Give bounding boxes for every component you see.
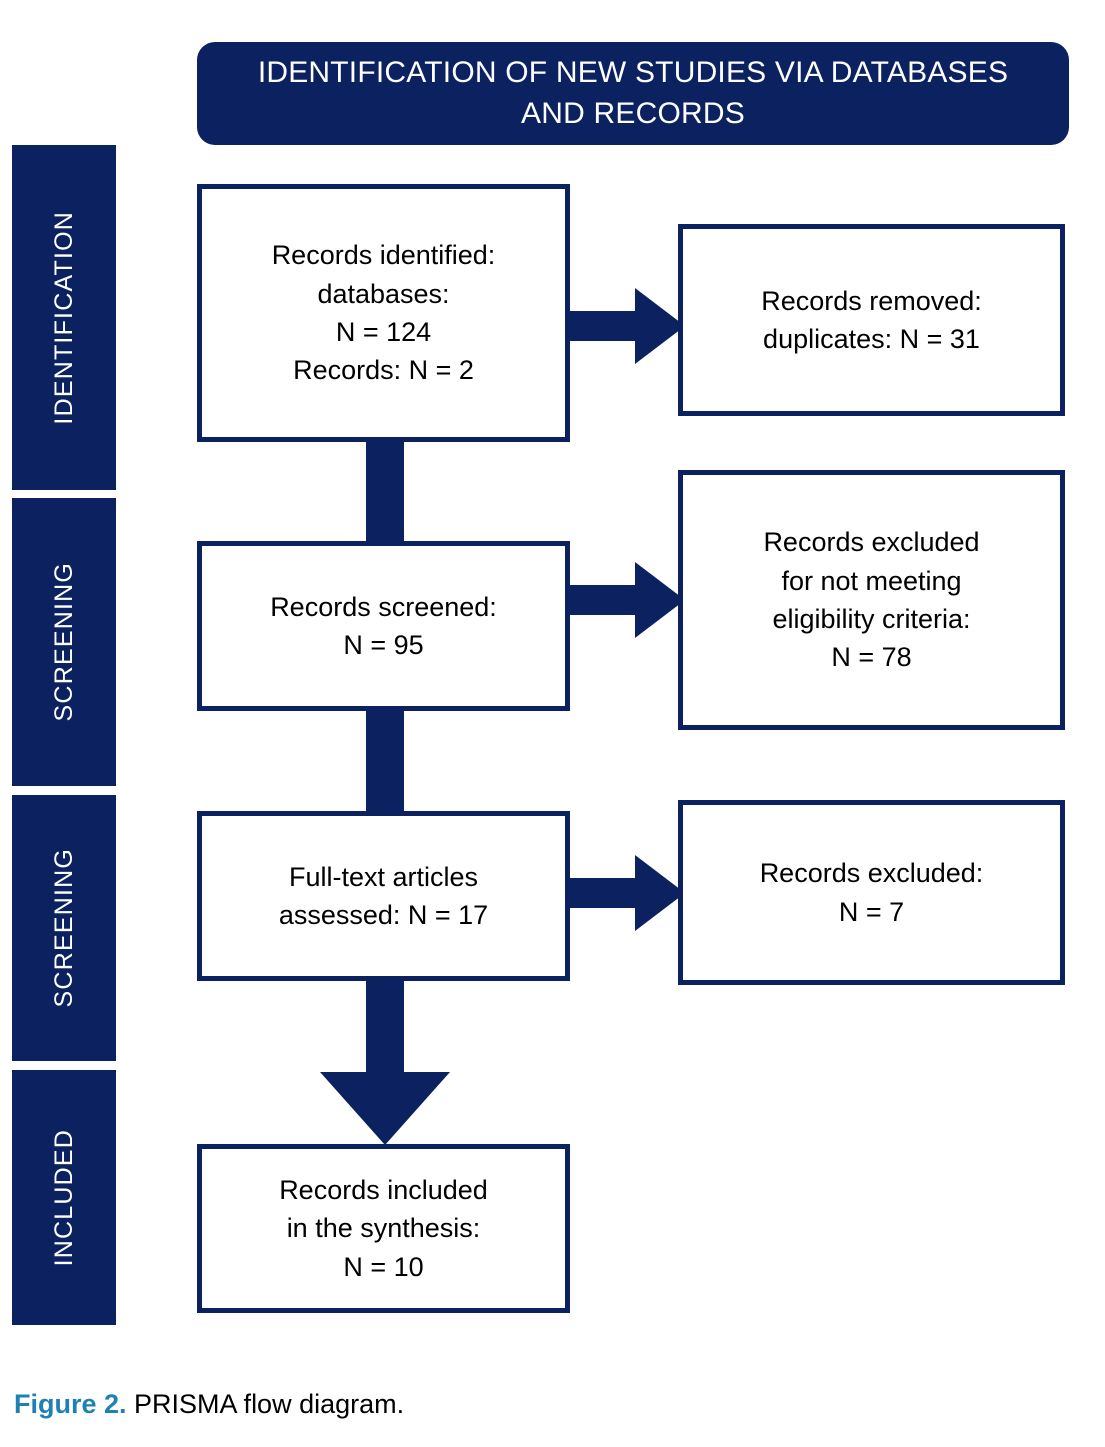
connector-screened-to-fulltext: [366, 705, 404, 815]
box-records-screened-text: Records screened: N = 95: [270, 591, 497, 660]
box-records-included-text: Records included in the synthesis: N = 1…: [279, 1175, 488, 1282]
box-records-excluded: Records excluded: N = 7: [678, 800, 1065, 985]
phase-bar-label-screening-2: SCREENING: [49, 848, 78, 1008]
box-records-removed-text: Records removed: duplicates: N = 31: [761, 285, 982, 354]
box-records-excluded-eligibility-text: Records excluded for not meeting eligibi…: [763, 527, 980, 673]
diagram-header-title: IDENTIFICATION OF NEW STUDIES VIA DATABA…: [257, 56, 1009, 130]
phase-bar-identification: IDENTIFICATION: [12, 145, 116, 490]
box-records-identified-text: Records identified: databases: N = 124 R…: [271, 240, 496, 386]
diagram-header-banner: IDENTIFICATION OF NEW STUDIES VIA DATABA…: [197, 42, 1069, 145]
phase-bar-label-screening-1: SCREENING: [49, 562, 78, 722]
box-records-excluded-eligibility: Records excluded for not meeting eligibi…: [678, 470, 1065, 730]
phase-bar-screening-1: SCREENING: [12, 498, 116, 786]
figure-caption-text: PRISMA flow diagram.: [126, 1389, 405, 1419]
arrow-fulltext-to-included: [320, 975, 450, 1145]
box-records-removed: Records removed: duplicates: N = 31: [678, 224, 1065, 416]
connector-identified-to-screened: [366, 437, 404, 547]
box-full-text-assessed: Full-text articles assessed: N = 17: [197, 811, 570, 981]
figure-caption: Figure 2. PRISMA flow diagram.: [14, 1387, 404, 1422]
arrow-screened-to-excluded-eligibility: [565, 562, 685, 638]
box-records-screened: Records screened: N = 95: [197, 541, 570, 711]
phase-bar-label-identification: IDENTIFICATION: [49, 210, 78, 425]
box-records-included: Records included in the synthesis: N = 1…: [197, 1144, 570, 1313]
figure-caption-label: Figure 2.: [14, 1389, 127, 1419]
phase-bar-label-included: INCLUDED: [49, 1128, 78, 1267]
arrow-identified-to-removed: [565, 288, 685, 364]
phase-bar-included: INCLUDED: [12, 1070, 116, 1325]
arrow-fulltext-to-excluded: [565, 855, 685, 931]
box-full-text-assessed-text: Full-text articles assessed: N = 17: [278, 861, 489, 930]
phase-bar-screening-2: SCREENING: [12, 795, 116, 1061]
box-records-identified: Records identified: databases: N = 124 R…: [197, 184, 570, 442]
box-records-excluded-text: Records excluded: N = 7: [759, 858, 984, 927]
